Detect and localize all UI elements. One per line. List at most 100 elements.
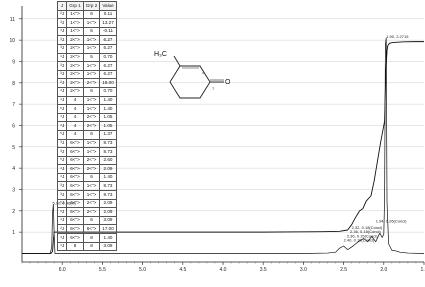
table-cell: 6.27 [99, 35, 117, 45]
table-cell: 6<"> [66, 215, 84, 226]
table-cell: ⁴J [56, 95, 68, 106]
table-cell: 4 [66, 104, 84, 114]
y-tick-label: 8 [12, 81, 15, 87]
table-cell: 2<"> [82, 112, 101, 123]
y-tick-label: 1 [12, 230, 15, 236]
table-cell: 6<"> [66, 164, 84, 174]
table-cell: 5 [82, 52, 101, 63]
table-cell: ³J [56, 61, 68, 71]
table-cell: 6 [82, 215, 101, 226]
table-header-row: J Grp 1 Grp 2 Value [56, 1, 117, 11]
x-tick-label: 3.0 [300, 267, 307, 273]
table-cell: ³J [56, 190, 68, 200]
table-cell: 4 [66, 112, 84, 123]
table-cell: 6<"> [66, 155, 84, 166]
table-cell: ⁵J [56, 104, 68, 114]
spectrum-trace [22, 37, 425, 254]
table-cell: ⁵J [56, 129, 68, 140]
x-tick-label: 4.0 [220, 267, 227, 273]
table-cell: 2.09 [99, 164, 117, 174]
table-cell: ⁴J [56, 86, 68, 97]
table-cell: 6<"> [66, 138, 84, 149]
x-tick-label: 2.5 [340, 267, 347, 273]
x-tick-label: 1.5 [421, 267, 425, 273]
table-cell: 13.27 [99, 18, 117, 28]
methyl-label: H₃C [154, 51, 167, 58]
table-cell: 6 [82, 86, 101, 97]
table-cell: ⁵J [56, 155, 68, 166]
molecule-structure: H₃C 4 O 7 [150, 44, 240, 114]
table-cell: 1.05 [99, 112, 117, 123]
table-cell: 1.40 [99, 104, 117, 114]
table-cell: ³J [56, 35, 68, 45]
y-tick-label: 9 [12, 59, 15, 65]
y-tick-label: 4 [12, 166, 15, 172]
peak-annotation: 2.40, 0.19(Concl) [344, 238, 375, 243]
table-cell: 1<"> [82, 43, 101, 54]
x-tick-label: 5.5 [99, 267, 106, 273]
table-cell: ⁴J [56, 241, 68, 252]
table-cell: 8.73 [99, 190, 117, 200]
y-tick-label: 6 [12, 123, 15, 129]
table-cell: 2<"> [82, 155, 101, 166]
table-cell: 1<"> [66, 18, 84, 28]
table-cell: 1.40 [99, 95, 117, 106]
table-cell: 6.27 [99, 61, 117, 71]
y-tick-label: 7 [12, 102, 15, 108]
table-cell: ⁴J [56, 172, 68, 183]
carbon-label: 7 [212, 86, 215, 91]
table-cell: 2<"> [82, 78, 101, 88]
peak-annotation: 1.90, 2.2715 [386, 34, 409, 39]
table-cell: -0.11 [99, 26, 117, 37]
table-cell: 8.73 [99, 138, 117, 149]
table-cell: 2<"> [66, 52, 84, 63]
table-cell: 8 [82, 241, 101, 252]
table-cell: 0.70 [99, 86, 117, 97]
table-cell: ³J [56, 69, 68, 80]
table-cell: 1.05 [99, 121, 117, 131]
table-cell: 1<"> [82, 95, 101, 106]
table-cell: ³J [56, 147, 68, 157]
x-tick-label: 5.0 [139, 267, 146, 273]
table-cell: ⁴J [56, 52, 68, 63]
table-header-cell: J [56, 1, 68, 11]
table-cell: 2<"> [82, 207, 101, 217]
table-cell: ²J [56, 9, 68, 20]
table-header-cell: Grp 2 [82, 1, 101, 11]
table-cell: 1<"> [66, 26, 84, 37]
y-tick-label: 11 [10, 17, 15, 23]
table-cell: 6 [82, 129, 101, 140]
table-cell: 4 [66, 95, 84, 106]
table-cell: 6<"> [66, 172, 84, 183]
y-tick-label: 2 [12, 209, 15, 215]
table-cell: ⁴J [56, 121, 68, 131]
table-cell: 2<"> [66, 61, 84, 71]
table-cell: 2<"> [66, 35, 84, 45]
table-cell: 6.27 [99, 69, 117, 80]
oxygen-label: O [225, 79, 231, 86]
table-cell: 17.00 [99, 224, 117, 235]
table-cell: 6 [82, 26, 101, 37]
x-tick-label: 2.0 [380, 267, 387, 273]
table-cell: 3.09 [99, 241, 117, 252]
table-cell: ²J [56, 224, 68, 235]
table-header-cell: Grp 1 [66, 1, 84, 11]
table-cell: 1<"> [82, 147, 101, 157]
table-cell: ⁴J [56, 215, 68, 226]
